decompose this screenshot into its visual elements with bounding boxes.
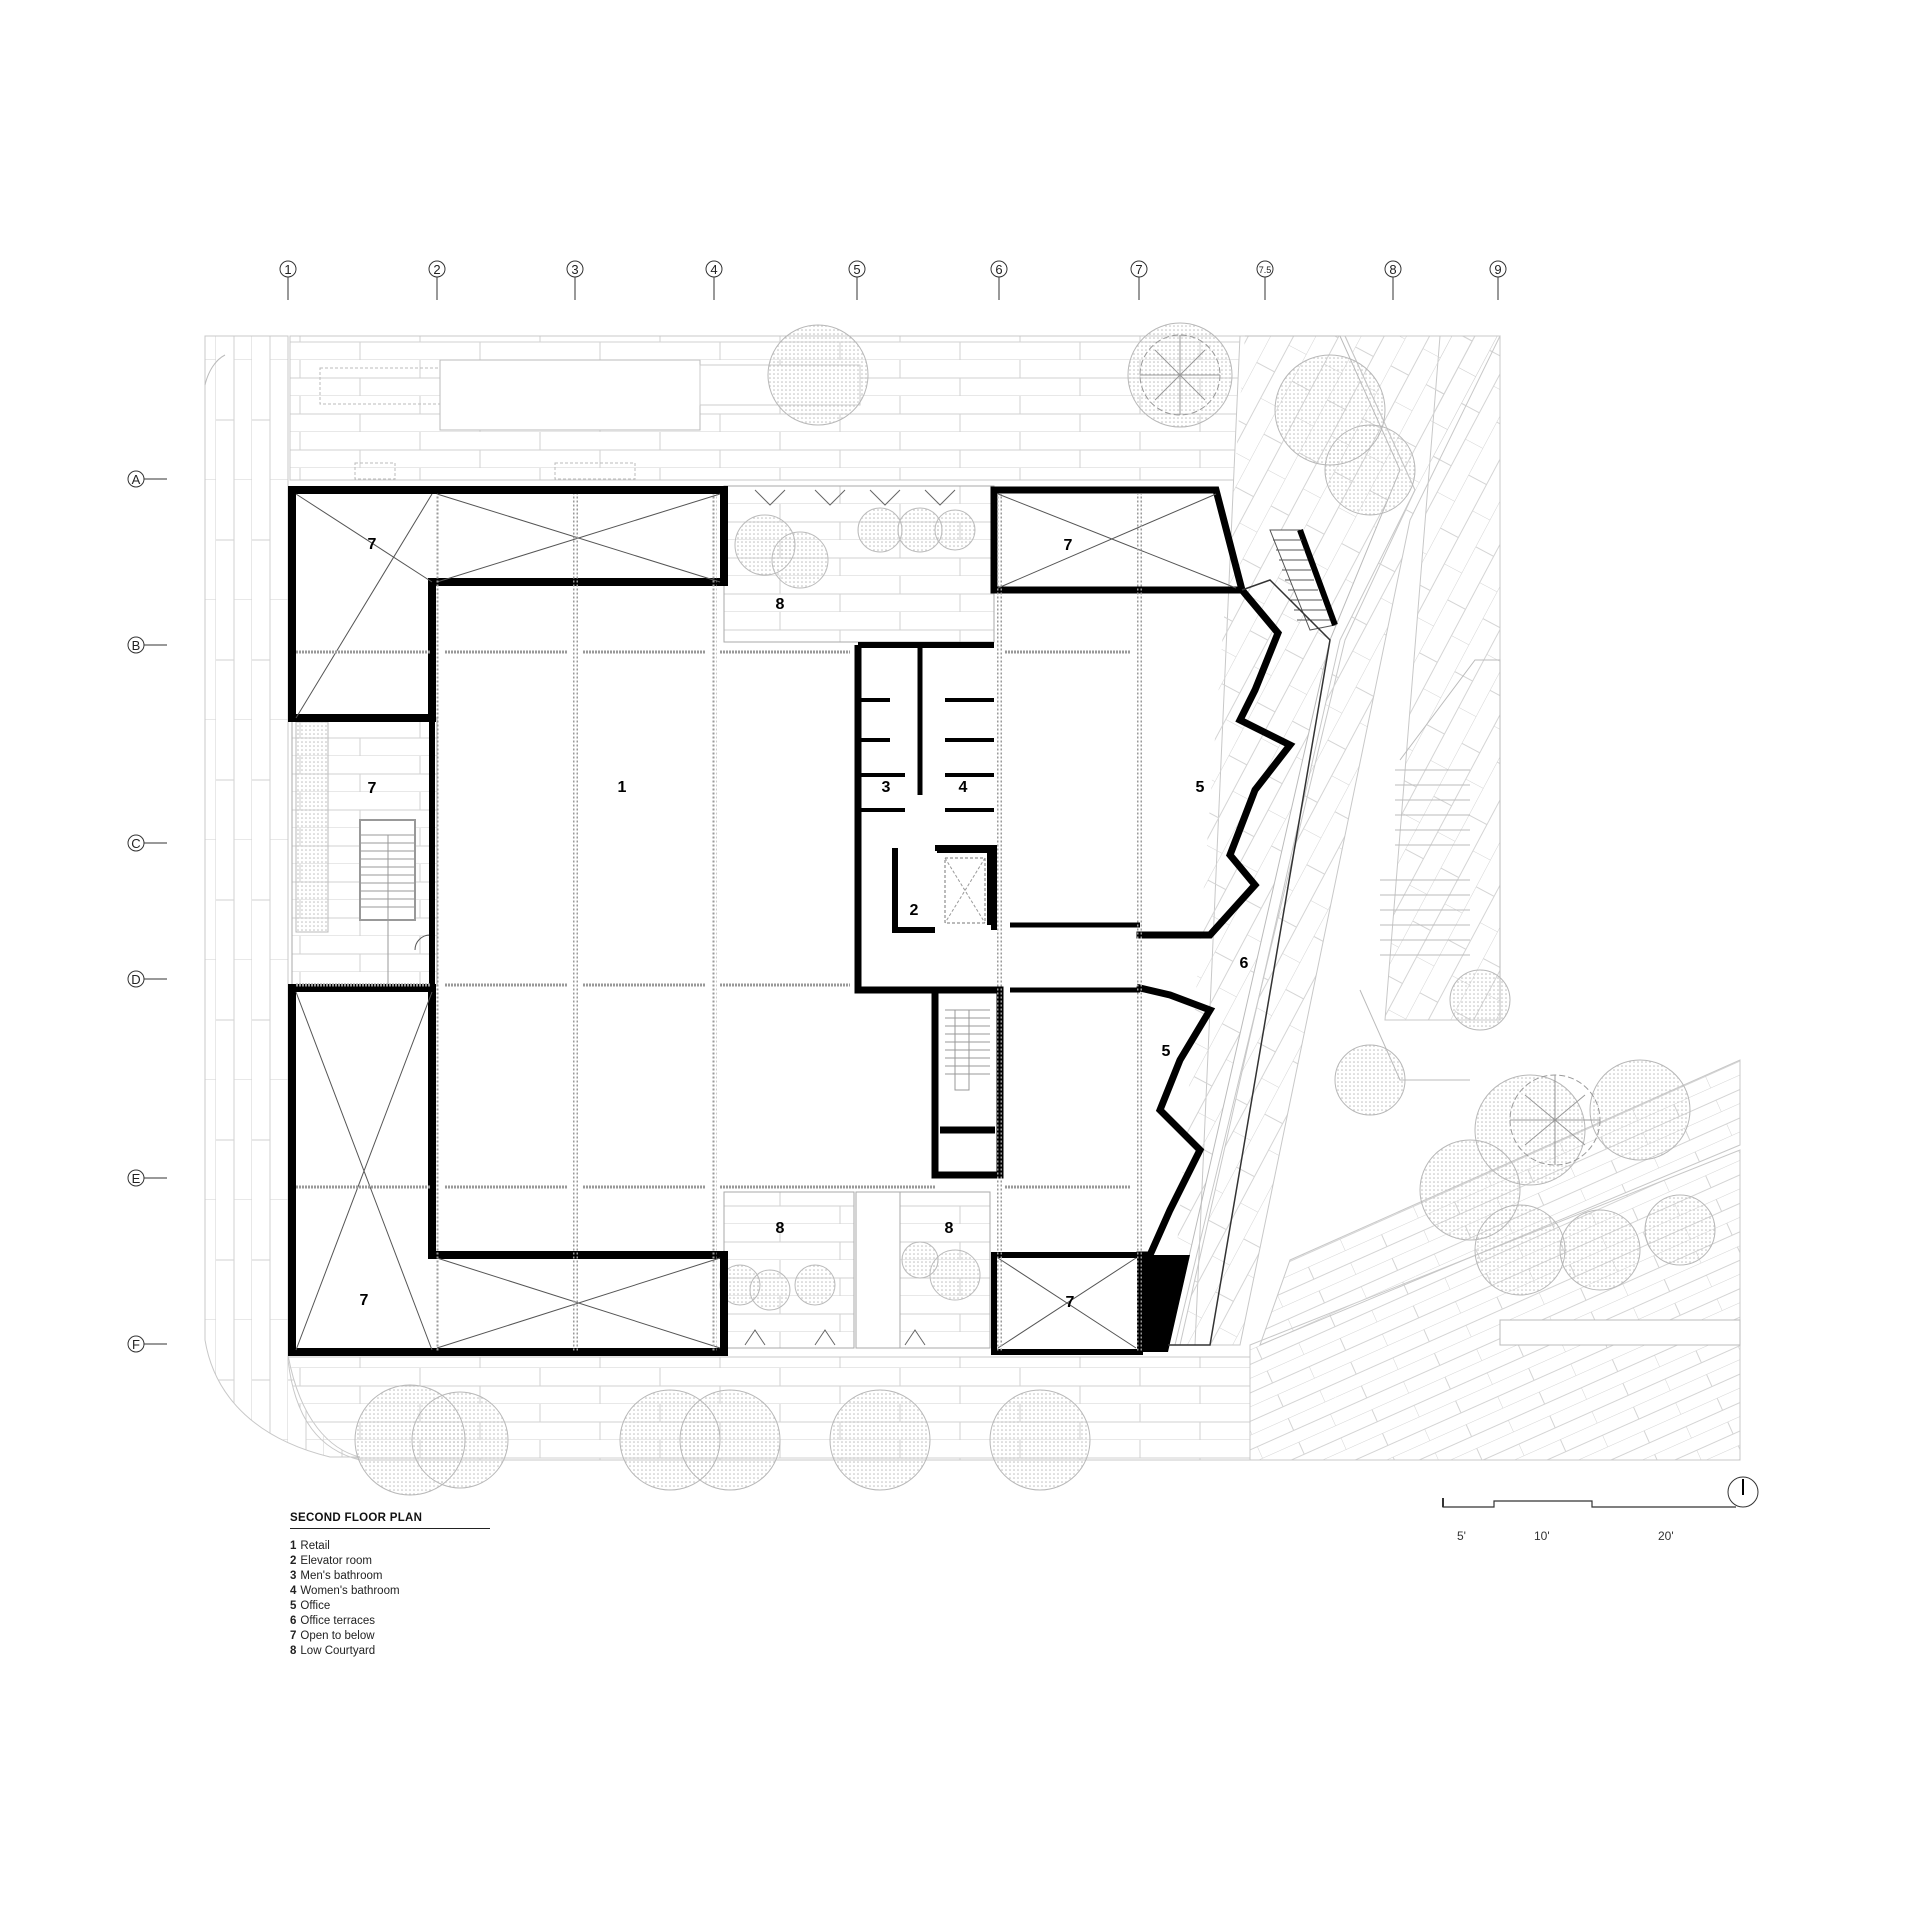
svg-text:2: 2 bbox=[433, 262, 440, 277]
courtyard-top bbox=[723, 485, 995, 643]
plan-title: SECOND FLOOR PLAN bbox=[290, 1512, 490, 1529]
grid-col-8: 8 bbox=[1384, 260, 1402, 300]
room-label-courtyard-north: 8 bbox=[776, 596, 785, 613]
room-label-mens-bathroom: 3 bbox=[882, 779, 891, 796]
room-label-open-se: 7 bbox=[1066, 1294, 1075, 1311]
svg-text:8: 8 bbox=[1389, 262, 1396, 277]
service-core bbox=[854, 642, 1140, 1179]
grid-col-1: 1 bbox=[279, 260, 297, 300]
building bbox=[288, 485, 1338, 1356]
courtyard-bottom-left bbox=[719, 1191, 855, 1349]
svg-text:5: 5 bbox=[853, 262, 860, 277]
grid-row-c: C bbox=[127, 834, 167, 852]
grid-column-markers: 1 2 3 4 5 6 7 7.5 8 9 bbox=[279, 260, 1507, 300]
grid-row-f: F bbox=[127, 1335, 167, 1353]
grid-col-5: 5 bbox=[848, 260, 866, 300]
scale-label-5ft: 5' bbox=[1457, 1529, 1466, 1543]
room-label-office-south: 5 bbox=[1162, 1043, 1171, 1060]
terrace-edge bbox=[1168, 579, 1331, 1346]
west-terrace bbox=[291, 717, 438, 987]
grid-row-markers: A B C D E F bbox=[127, 470, 167, 1353]
ne-exterior-stair bbox=[1269, 528, 1338, 631]
grid-row-b: B bbox=[127, 636, 167, 654]
svg-text:B: B bbox=[132, 638, 141, 653]
open-to-below-marks bbox=[295, 493, 1237, 1351]
grid-col-6: 6 bbox=[990, 260, 1008, 300]
svg-text:E: E bbox=[132, 1171, 141, 1186]
svg-text:4: 4 bbox=[710, 262, 717, 277]
svg-text:1: 1 bbox=[284, 262, 291, 277]
scale-label-20ft: 20' bbox=[1658, 1529, 1674, 1543]
room-label-courtyard-se: 8 bbox=[945, 1220, 954, 1237]
svg-text:A: A bbox=[132, 472, 141, 487]
north-arrow-icon bbox=[1727, 1476, 1759, 1508]
landscape-trees bbox=[354, 322, 1716, 1496]
svg-text:C: C bbox=[131, 836, 140, 851]
core-stair bbox=[945, 1009, 990, 1091]
svg-text:D: D bbox=[131, 972, 140, 987]
room-label-womens-bathroom: 4 bbox=[959, 779, 968, 796]
svg-text:3: 3 bbox=[571, 262, 578, 277]
svg-text:9: 9 bbox=[1494, 262, 1501, 277]
courtyard-bottom-right bbox=[899, 1191, 991, 1349]
room-label-office-terraces: 6 bbox=[1240, 955, 1249, 972]
grid-col-3: 3 bbox=[566, 260, 584, 300]
grid-col-4: 4 bbox=[705, 260, 723, 300]
room-label-open-ne: 7 bbox=[1064, 537, 1073, 554]
room-label-open-nw: 7 bbox=[368, 536, 377, 553]
exterior-steps bbox=[1359, 659, 1501, 1081]
svg-text:7.5: 7.5 bbox=[1259, 265, 1272, 275]
courtyard-passage bbox=[855, 1191, 901, 1349]
room-label-retail: 1 bbox=[618, 779, 627, 796]
room-label-courtyard-sw: 8 bbox=[776, 1220, 785, 1237]
room-label-open-west: 7 bbox=[368, 780, 377, 797]
structural-columns bbox=[435, 494, 1142, 1352]
scale-bar bbox=[1442, 1498, 1736, 1508]
room-label-office-north: 5 bbox=[1196, 779, 1205, 796]
svg-text:F: F bbox=[132, 1337, 140, 1352]
beam-lines bbox=[296, 650, 1130, 1189]
elevator-shaft bbox=[944, 857, 986, 924]
grid-row-d: D bbox=[127, 970, 167, 988]
scale-label-10ft: 10' bbox=[1534, 1529, 1550, 1543]
grid-col-7-5: 7.5 bbox=[1256, 260, 1274, 300]
room-label-open-sw: 7 bbox=[360, 1292, 369, 1309]
grid-col-2: 2 bbox=[428, 260, 446, 300]
svg-text:7: 7 bbox=[1135, 262, 1142, 277]
grid-col-9: 9 bbox=[1489, 260, 1507, 300]
grid-row-e: E bbox=[127, 1169, 167, 1187]
room-labels: 1 2 3 4 5 5 6 7 7 7 7 7 8 8 8 bbox=[360, 536, 1249, 1311]
room-label-elevator-room: 2 bbox=[910, 902, 919, 919]
grid-col-7: 7 bbox=[1130, 260, 1148, 300]
structural-wedge bbox=[1140, 1255, 1190, 1352]
grid-row-a: A bbox=[127, 470, 167, 488]
svg-text:6: 6 bbox=[995, 262, 1002, 277]
